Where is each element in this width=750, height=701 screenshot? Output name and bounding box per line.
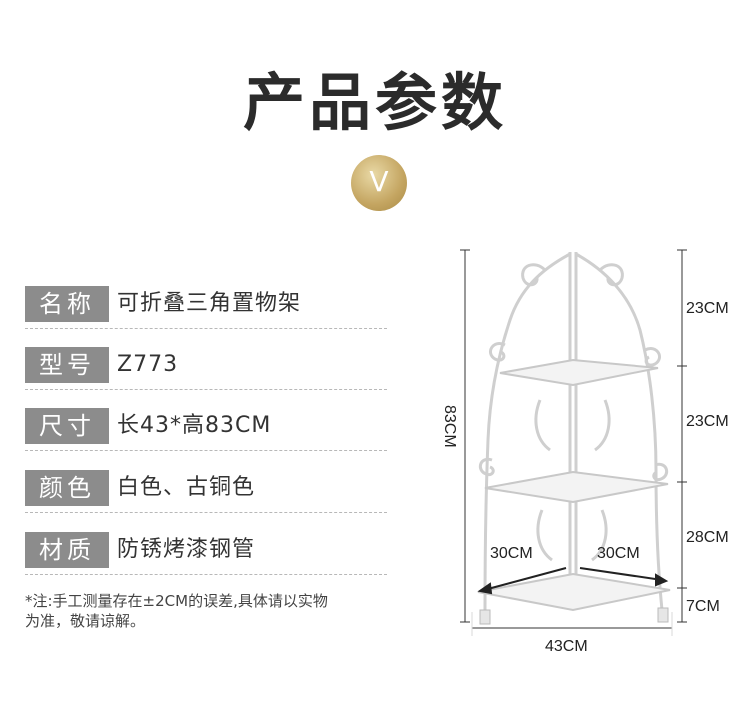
spec-label: 颜色 (25, 470, 109, 506)
divider (25, 574, 387, 575)
dimension-lines (460, 249, 687, 633)
dim-tier3: 28CM (686, 529, 729, 546)
note-line: 为准，敬请谅解。 (25, 612, 146, 630)
note-line: *注:手工测量存在±2CM的误差,具体请以实物 (25, 592, 328, 610)
corner-shelf-illustration (460, 249, 687, 636)
dim-tier1: 23CM (686, 300, 729, 317)
divider (25, 389, 387, 390)
measurement-note: *注:手工测量存在±2CM的误差,具体请以实物 为准，敬请谅解。 (25, 591, 425, 631)
divider (25, 328, 387, 329)
shelves (477, 358, 671, 625)
side-arrows (477, 567, 669, 595)
dim-foot: 7CM (686, 598, 720, 615)
dim-side-left: 30CM (490, 545, 533, 562)
spec-label: 尺寸 (25, 408, 109, 444)
dim-tier2: 23CM (686, 413, 729, 430)
badge-v: V (351, 155, 407, 211)
divider (25, 450, 387, 451)
dim-width: 43CM (545, 638, 588, 655)
spec-value: 白色、古铜色 (117, 475, 256, 500)
shelf-frame (478, 252, 669, 611)
dim-side-right: 30CM (597, 545, 640, 562)
spec-label: 型号 (25, 347, 109, 383)
spec-label: 名称 (25, 286, 109, 322)
spec-value: 可折叠三角置物架 (117, 291, 302, 316)
spec-value: Z773 (117, 352, 179, 377)
spec-label: 材质 (25, 532, 109, 568)
spec-value: 防锈烤漆钢管 (117, 537, 256, 562)
divider (25, 512, 387, 513)
page-title: 产品参数 (242, 66, 507, 139)
spec-value: 长43*高83CM (117, 413, 272, 438)
dim-total-height: 83CM (441, 405, 458, 448)
